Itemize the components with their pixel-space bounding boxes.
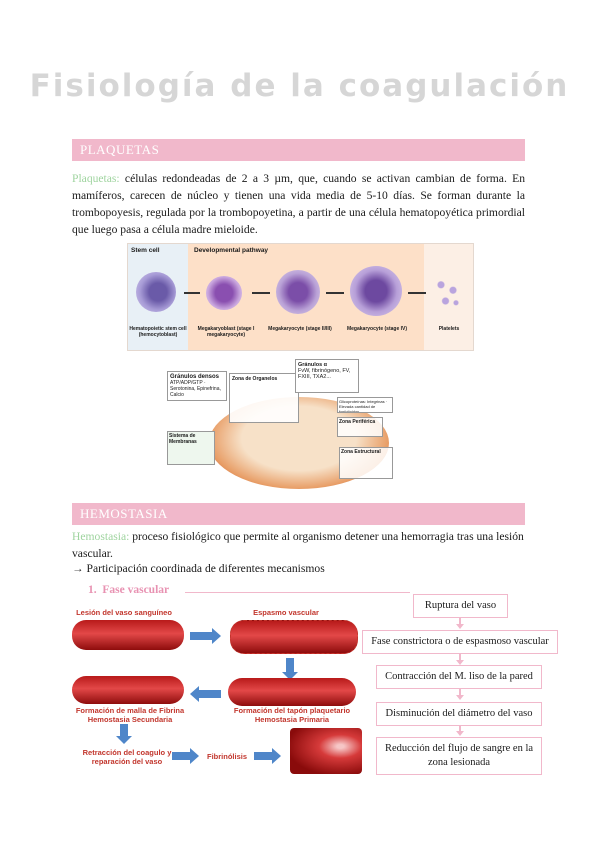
- megakaryocyte-stage4-image: [350, 266, 402, 316]
- vessel-tapon: [228, 678, 356, 706]
- plaquetas-paragraph: Plaquetas: células redondeadas de 2 a 3 …: [72, 170, 525, 238]
- vessel-fibrina: [72, 676, 184, 704]
- flow-step-3: Contracción del M. liso de la pared: [376, 665, 542, 689]
- espasmo-label: Espasmo vascular: [253, 608, 319, 617]
- phase-rule: [185, 592, 410, 593]
- granulos-densos-label: Gránulos densos: [170, 374, 220, 380]
- phase-title: Fase vascular: [102, 584, 170, 596]
- section-header-plaquetas: PLAQUETAS: [72, 139, 525, 161]
- platelet-structure-figure: Gránulos densos ATP/ADP/GTP · Serotonina…: [167, 357, 393, 491]
- phase-heading: 1. Fase vascular: [88, 584, 169, 596]
- formacion-malla-label: Formación de malla de Fibrina Hemostasia…: [75, 706, 185, 724]
- granulos-alfa-box: Gránulos α FvW, fibrinógeno, FV, FXIII, …: [295, 359, 359, 393]
- arrow-right-3: [254, 752, 272, 760]
- plaquetas-text: células redondeadas de 2 a 3 µm, que, cu…: [72, 172, 525, 236]
- mecanismos-line: → Participación coordinada de diferentes…: [72, 562, 325, 575]
- term-hemostasia: Hemostasia:: [72, 530, 130, 543]
- page-title: Fisiología de la coagulación: [29, 68, 570, 104]
- developmental-pathway-label: Developmental pathway: [194, 247, 269, 254]
- section-header-label: HEMOSTASIA: [80, 506, 168, 521]
- section-header-label: PLAQUETAS: [80, 142, 160, 157]
- phase-number: 1.: [88, 584, 97, 596]
- figure1-label-2: Megakaryoblast (stage I megakaryocyte): [197, 326, 255, 338]
- arrow-down-2: [120, 724, 128, 736]
- formacion-tapon-label: Formación del tapón plaquetario Hemostas…: [233, 706, 351, 724]
- developmental-pathway-figure: Stem cell Developmental pathway Hematopo…: [127, 243, 474, 351]
- granulos-alfa-label: Gránulos α: [298, 362, 328, 368]
- hemostasia-text: proceso fisiológico que permite al organ…: [72, 530, 524, 560]
- stem-cell-label: Stem cell: [131, 247, 160, 254]
- zona-periferica-box: Zona Periférica: [337, 417, 383, 437]
- vessel-espasmo: [230, 620, 358, 654]
- hemostasia-paragraph: Hemostasia: proceso fisiológico que perm…: [72, 528, 525, 562]
- section-header-hemostasia: HEMOSTASIA: [72, 503, 525, 525]
- figure1-label-4: Megakaryocyte (stage IV): [346, 326, 408, 332]
- sistema-membranas-box: Sistema de Membranas: [167, 431, 215, 465]
- vascular-phase-figure: Lesión del vaso sanguíneo Espasmo vascul…: [68, 600, 364, 780]
- figure1-label-3: Megakaryocyte (stage II/III): [268, 326, 332, 332]
- granulos-alfa-items: FvW, fibrinógeno, FV, FXIII, TXA2...: [298, 368, 351, 380]
- zona-organelos-label: Zona de Organelos: [232, 376, 278, 382]
- flow-step-2: Fase constrictora o de espasmoso vascula…: [362, 630, 558, 654]
- term-plaquetas: Plaquetas:: [72, 172, 120, 185]
- glicoproteinas-box: Glicoproteínas: Integrinas · Elevada can…: [337, 397, 393, 413]
- arrow-down: [286, 658, 294, 672]
- megakaryoblast-image: [206, 276, 242, 310]
- figure1-label-5: Platelets: [438, 326, 460, 332]
- arrow-right-1: [190, 632, 212, 640]
- flow-step-5: Reducción del flujo de sangre en la zona…: [376, 737, 542, 775]
- flow-step-4: Disminución del diámetro del vaso: [376, 702, 542, 726]
- zona-estructural-box: Zona Estructural: [339, 447, 393, 479]
- flow-step-1: Ruptura del vaso: [413, 594, 508, 618]
- platelets-image: [432, 274, 462, 310]
- arrow-left: [199, 690, 221, 698]
- vessel-interior-image: [290, 728, 362, 774]
- fibrinolisis-label: Fibrinólisis: [206, 752, 247, 761]
- vessel-lesion: [72, 620, 184, 650]
- stem-cell-image: [136, 272, 176, 312]
- zona-organelos-box: Zona de Organelos: [229, 373, 299, 423]
- figure1-label-1: Hematopoietic stem cell (hemocytoblast): [129, 326, 187, 338]
- retraccion-label: Retracción del coagulo y reparación del …: [82, 748, 172, 766]
- arrow-right-2: [172, 752, 190, 760]
- lesion-label: Lesión del vaso sanguíneo: [76, 608, 172, 617]
- megakaryocyte-image: [276, 270, 320, 314]
- granulos-densos-items: ATP/ADP/GTP · Serotonina, Epinefrina, Ca…: [170, 380, 221, 398]
- granulos-densos-box: Gránulos densos ATP/ADP/GTP · Serotonina…: [167, 371, 227, 401]
